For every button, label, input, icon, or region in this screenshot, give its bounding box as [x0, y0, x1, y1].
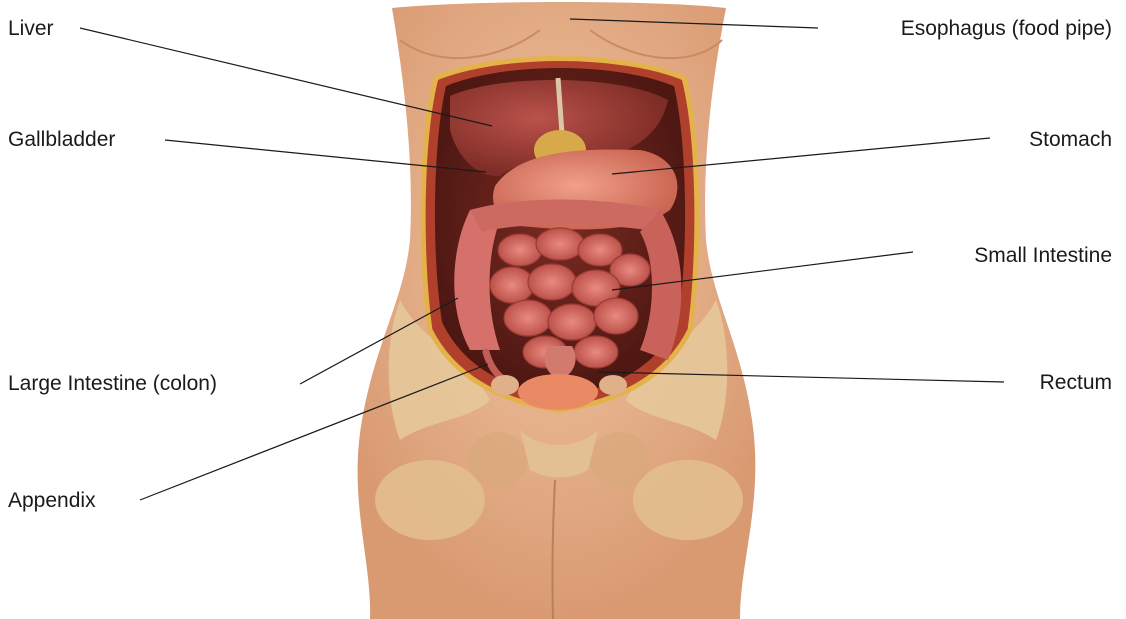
label-rectum: Rectum — [1040, 372, 1112, 393]
label-gallbladder: Gallbladder — [8, 129, 115, 150]
leader-stomach — [612, 138, 990, 174]
leader-liver — [80, 28, 492, 126]
label-small-intestine: Small Intestine — [974, 245, 1112, 266]
label-liver: Liver — [8, 18, 54, 39]
label-large-intestine: Large Intestine (colon) — [8, 373, 217, 394]
leader-gallbladder — [165, 140, 486, 172]
leader-esophagus — [570, 19, 818, 28]
label-appendix: Appendix — [8, 490, 96, 511]
label-stomach: Stomach — [1029, 129, 1112, 150]
label-esophagus: Esophagus (food pipe) — [901, 18, 1112, 39]
leader-large-intestine — [300, 298, 458, 384]
leader-rectum — [598, 372, 1004, 382]
leader-small-intestine — [612, 252, 913, 290]
